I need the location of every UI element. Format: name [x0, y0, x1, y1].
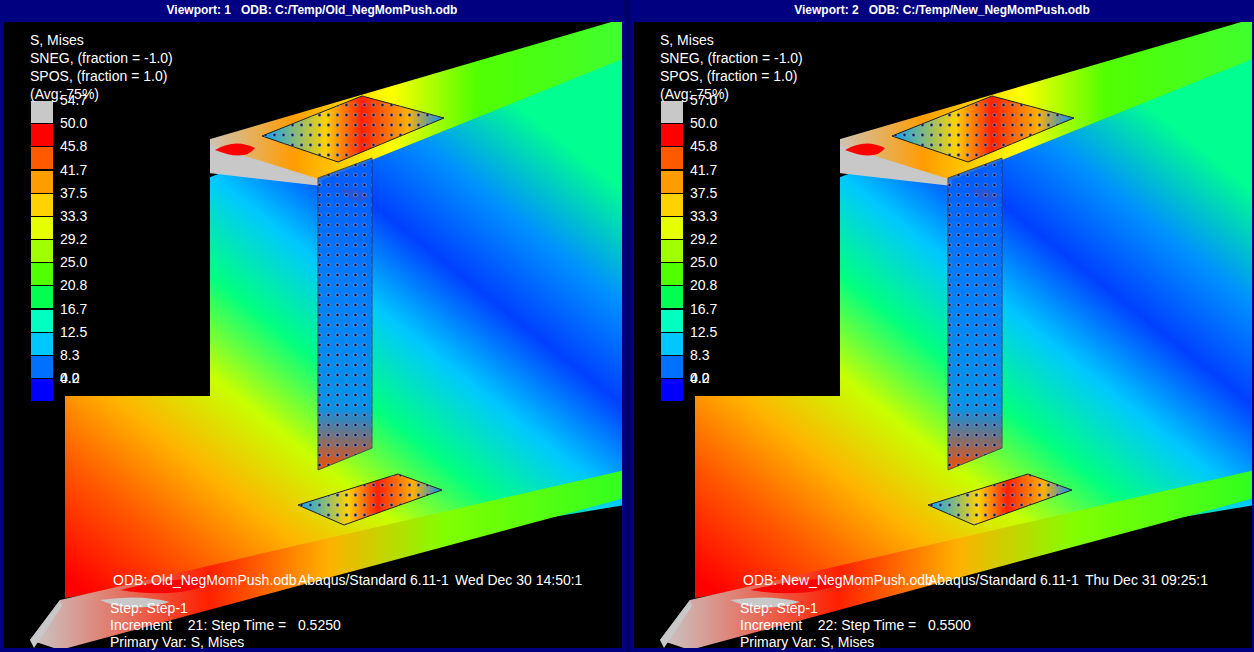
legend-swatch	[660, 216, 684, 240]
viewport-title-bar: Viewport: 1 ODB: C:/Temp/Old_NegMomPush.…	[0, 0, 624, 20]
legend-swatch	[30, 332, 54, 356]
legend-swatch	[660, 262, 684, 286]
legend-value: 33.3	[60, 208, 87, 224]
odb-name: ODB: Old_NegMomPush.odb	[113, 572, 297, 588]
date-stamp: Thu Dec 31 09:25:1	[1085, 572, 1208, 588]
legend-value: 4.2	[60, 370, 79, 386]
legend-swatch	[660, 309, 684, 333]
step-info: Step: Step-1	[110, 600, 188, 616]
legend-value: 45.8	[690, 138, 717, 154]
viewport-title: Viewport: 1 ODB: C:/Temp/Old_NegMomPush.…	[167, 3, 458, 17]
legend-swatch	[30, 378, 54, 402]
legend-swatch	[660, 100, 684, 124]
legend-swatch	[30, 355, 54, 379]
solver-version: Abaqus/Standard 6.11-1	[928, 572, 1079, 588]
legend-value: 25.0	[60, 254, 87, 270]
legend-subtitle: SPOS, (fraction = 1.0)	[30, 68, 167, 84]
legend-value: 37.5	[60, 185, 87, 201]
legend-swatch	[30, 100, 54, 124]
legend-value: 54.7	[60, 92, 87, 108]
legend-swatch	[660, 378, 684, 402]
legend-value: 45.8	[60, 138, 87, 154]
legend-swatch	[30, 146, 54, 170]
legend-swatch	[660, 332, 684, 356]
legend-value: 41.7	[690, 162, 717, 178]
legend-swatch	[30, 216, 54, 240]
solver-version: Abaqus/Standard 6.11-1	[298, 572, 449, 588]
legend-swatch	[30, 193, 54, 217]
increment-info: Increment 21: Step Time = 0.5250	[110, 617, 341, 633]
legend-value: 20.8	[690, 277, 717, 293]
legend-subtitle: SPOS, (fraction = 1.0)	[660, 68, 797, 84]
legend-swatch	[30, 123, 54, 147]
legend-swatch	[30, 170, 54, 194]
legend-swatch	[30, 262, 54, 286]
legend-swatch	[30, 309, 54, 333]
legend-value: 33.3	[690, 208, 717, 224]
primary-variable: Primary Var: S, Mises	[110, 634, 244, 650]
date-stamp: Wed Dec 30 14:50:1	[455, 572, 582, 588]
legend-value: 50.0	[690, 115, 717, 131]
viewport-title-bar: Viewport: 2 ODB: C:/Temp/New_NegMomPush.…	[630, 0, 1254, 20]
legend-title: S, Mises	[660, 32, 714, 48]
legend-value: 20.8	[60, 277, 87, 293]
legend-swatch	[660, 146, 684, 170]
legend-value: 8.3	[60, 347, 79, 363]
legend-value: 16.7	[690, 301, 717, 317]
legend-value: 16.7	[60, 301, 87, 317]
legend-swatch	[660, 193, 684, 217]
legend-value: 37.5	[690, 185, 717, 201]
legend-value: 12.5	[60, 324, 87, 340]
legend-value: 41.7	[60, 162, 87, 178]
legend-subtitle: SNEG, (fraction = -1.0)	[660, 50, 803, 66]
odb-name: ODB: New_NegMomPush.odb	[743, 572, 933, 588]
legend-value: 57.0	[690, 92, 717, 108]
increment-info: Increment 22: Step Time = 0.5500	[740, 617, 971, 633]
legend-swatch	[660, 123, 684, 147]
legend-value: 25.0	[690, 254, 717, 270]
legend-subtitle: SNEG, (fraction = -1.0)	[30, 50, 173, 66]
primary-variable: Primary Var: S, Mises	[740, 634, 874, 650]
legend-value: 4.2	[690, 370, 709, 386]
legend-swatch	[660, 285, 684, 309]
legend-value: 50.0	[60, 115, 87, 131]
viewport-title: Viewport: 2 ODB: C:/Temp/New_NegMomPush.…	[794, 3, 1090, 17]
legend-value: 12.5	[690, 324, 717, 340]
legend-swatch	[30, 285, 54, 309]
legend-value: 29.2	[690, 231, 717, 247]
legend-swatch	[660, 170, 684, 194]
legend-swatch	[30, 239, 54, 263]
legend-value: 29.2	[60, 231, 87, 247]
legend-title: S, Mises	[30, 32, 84, 48]
step-info: Step: Step-1	[740, 600, 818, 616]
legend-swatch	[660, 355, 684, 379]
legend-swatch	[660, 239, 684, 263]
legend-value: 8.3	[690, 347, 709, 363]
